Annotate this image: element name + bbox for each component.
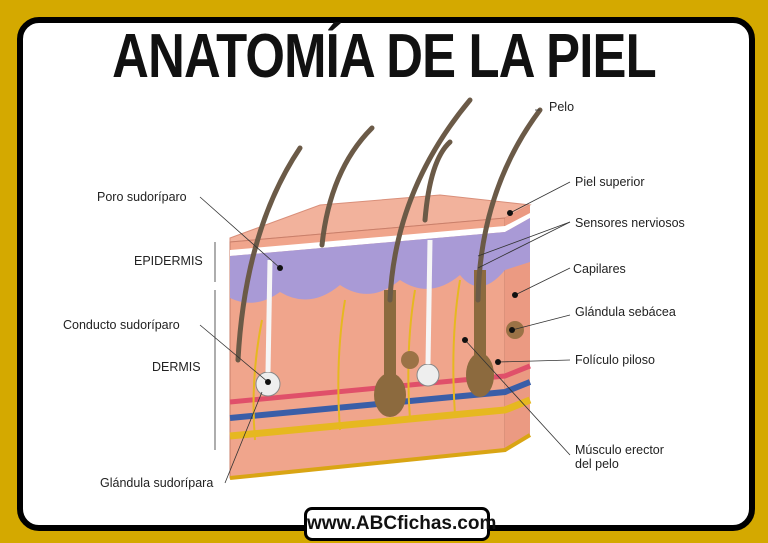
label-dots [265, 210, 518, 385]
label-glandula-sebacea: Glándula sebácea [575, 305, 676, 319]
label-musculo-erector: Músculo erector [575, 443, 664, 457]
hairs [235, 97, 543, 363]
fat-bottom [229, 433, 532, 480]
epidermis-layer [230, 218, 530, 303]
website-badge: www.ABCfichas.com [304, 507, 496, 541]
label-sensores-nerviosos: Sensores nerviosos [575, 216, 685, 230]
label-epidermis: EPIDERMIS [134, 254, 203, 268]
label-poro-sudoriparo: Poro sudoríparo [97, 190, 187, 204]
vein [229, 379, 532, 421]
page-title: ANATOMÍA DE LA PIEL [112, 22, 656, 91]
label-foliculo-piloso: Folículo piloso [575, 353, 655, 367]
label-pelo: Pelo [549, 100, 575, 114]
artery [229, 363, 531, 405]
label-dermis: DERMIS [152, 360, 201, 374]
sweat-glands [255, 239, 440, 397]
leader-lines [199, 109, 571, 484]
nerve-fibers [252, 279, 461, 441]
white-layer [230, 213, 530, 256]
label-piel-superior: Piel superior [575, 175, 645, 189]
label-glandula-sudoripara: Glándula sudorípara [100, 476, 214, 490]
label-capilares: Capilares [573, 262, 626, 276]
label-del-pelo: del pelo [575, 457, 619, 471]
nerve [229, 396, 532, 440]
label-conducto-sudoriparo: Conducto sudoríparo [63, 318, 180, 332]
